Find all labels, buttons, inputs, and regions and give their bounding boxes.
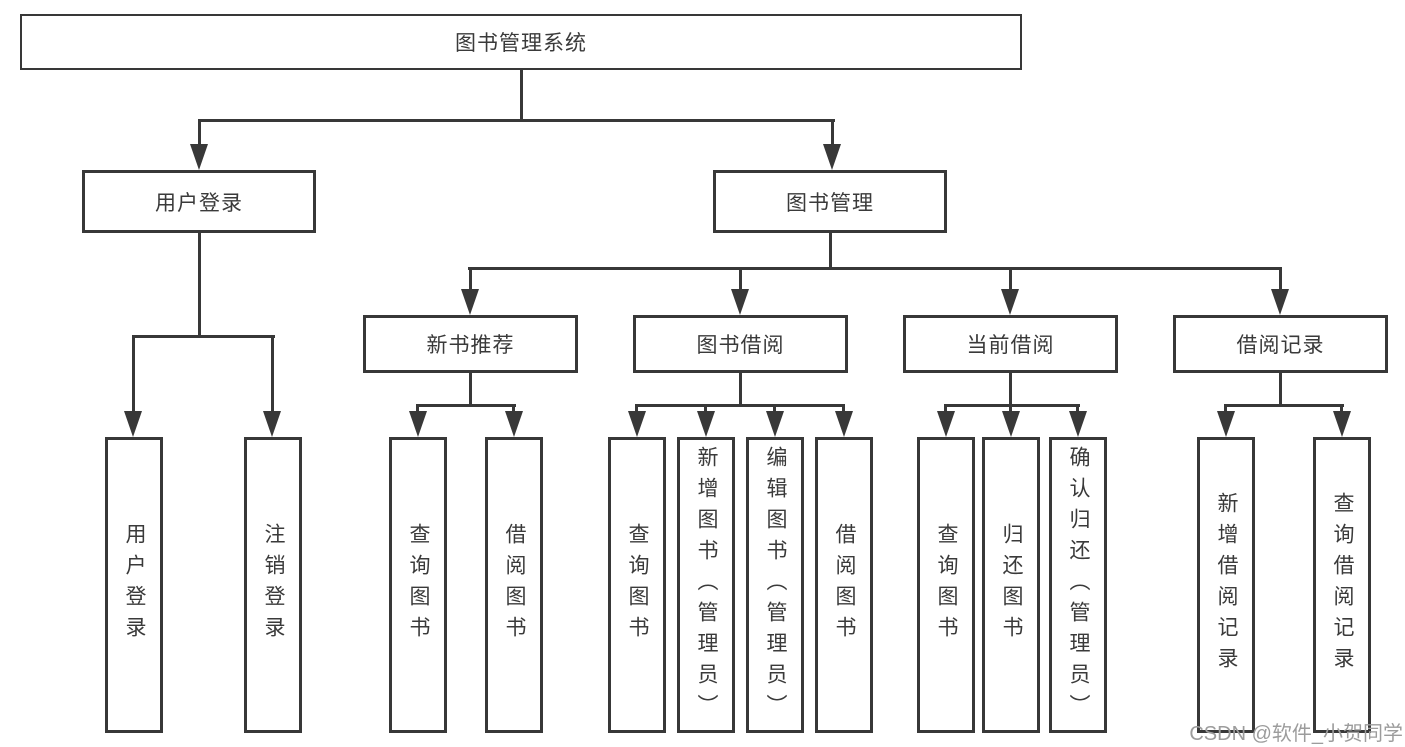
connector-stem-query-books-current xyxy=(944,404,947,416)
connector-book-management-trunk xyxy=(829,233,832,270)
arrowhead-current-borrow xyxy=(1001,289,1019,315)
arrowhead-query-borrow-record xyxy=(1333,411,1351,437)
connector-records-split xyxy=(1224,404,1344,407)
connector-stem-book-management xyxy=(831,119,834,147)
node-library-management-system: 图书管理系统 xyxy=(20,14,1022,70)
connector-stem-current-borrow xyxy=(1009,267,1012,293)
arrowhead-borrow-books-recommend xyxy=(505,411,523,437)
connector-borrow-trunk xyxy=(739,373,742,406)
leaf-borrow-books-recommend: 借阅图书 xyxy=(485,437,543,733)
csdn-watermark: CSDN @软件_小贺同学 xyxy=(1189,723,1403,745)
arrowhead-add-borrow-record xyxy=(1217,411,1235,437)
arrowhead-leaf-logout xyxy=(263,411,281,437)
arrowhead-borrow-books-borrow xyxy=(835,411,853,437)
leaf-query-books-borrow: 查询图书 xyxy=(608,437,666,733)
connector-stem-borrow-records xyxy=(1279,267,1282,293)
connector-stem-leaf-logout xyxy=(271,335,274,417)
leaf-return-books: 归还图书 xyxy=(982,437,1040,733)
leaf-confirm-return-admin: 确认归还（管理员） xyxy=(1049,437,1107,733)
connector-borrow-split xyxy=(635,404,845,407)
node-new-book-recommend: 新书推荐 xyxy=(363,315,578,373)
connector-stem-borrow-books-borrow xyxy=(842,404,845,416)
leaf-query-books-current: 查询图书 xyxy=(917,437,975,733)
connector-root-split xyxy=(198,119,835,122)
arrowhead-return-books xyxy=(1002,411,1020,437)
leaf-borrow-books-borrow: 借阅图书 xyxy=(815,437,873,733)
leaf-logout: 注销登录 xyxy=(244,437,302,733)
connector-stem-new-book-recommend xyxy=(469,267,472,293)
arrowhead-book-management xyxy=(823,144,841,170)
arrowhead-query-books-borrow xyxy=(628,411,646,437)
arrowhead-borrow-records xyxy=(1271,289,1289,315)
node-borrow-records: 借阅记录 xyxy=(1173,315,1388,373)
leaf-query-borrow-record: 查询借阅记录 xyxy=(1313,437,1371,733)
leaf-edit-books-admin: 编辑图书（管理员） xyxy=(746,437,804,733)
node-current-borrow: 当前借阅 xyxy=(903,315,1118,373)
connector-stem-add-books-admin xyxy=(704,404,707,416)
connector-stem-add-borrow-record xyxy=(1224,404,1227,416)
connector-user-login-split xyxy=(132,335,275,338)
connector-stem-confirm-return-admin xyxy=(1076,404,1079,416)
connector-stem-user-login xyxy=(198,119,201,147)
arrowhead-leaf-user-login xyxy=(124,411,142,437)
node-user-login: 用户登录 xyxy=(82,170,316,233)
leaf-add-books-admin: 新增图书（管理员） xyxy=(677,437,735,733)
connector-user-login-trunk xyxy=(198,233,201,337)
leaf-user-login: 用户登录 xyxy=(105,437,163,733)
arrowhead-add-books-admin xyxy=(697,411,715,437)
arrowhead-book-borrow xyxy=(731,289,749,315)
node-book-management: 图书管理 xyxy=(713,170,947,233)
connector-current-split xyxy=(944,404,1080,407)
arrowhead-edit-books-admin xyxy=(766,411,784,437)
connector-stem-leaf-user-login xyxy=(132,335,135,417)
connector-root-trunk xyxy=(520,70,523,122)
connector-recommend-trunk xyxy=(469,373,472,406)
arrowhead-user-login xyxy=(190,144,208,170)
connector-stem-book-borrow xyxy=(739,267,742,293)
leaf-add-borrow-record: 新增借阅记录 xyxy=(1197,437,1255,733)
connector-stem-query-books-borrow xyxy=(635,404,638,416)
connector-recommend-split xyxy=(416,404,516,407)
connector-book-management-split xyxy=(468,267,1282,270)
arrowhead-confirm-return-admin xyxy=(1069,411,1087,437)
arrowhead-query-books-recommend xyxy=(409,411,427,437)
connector-stem-borrow-books-recommend xyxy=(512,404,515,416)
connector-stem-query-borrow-record xyxy=(1340,404,1343,416)
arrowhead-new-book-recommend xyxy=(461,289,479,315)
connector-stem-edit-books-admin xyxy=(773,404,776,416)
leaf-query-books-recommend: 查询图书 xyxy=(389,437,447,733)
connector-records-trunk xyxy=(1279,373,1282,406)
arrowhead-query-books-current xyxy=(937,411,955,437)
connector-current-trunk xyxy=(1009,373,1012,406)
connector-stem-query-books-recommend xyxy=(416,404,419,416)
connector-stem-return-books xyxy=(1009,404,1012,416)
node-book-borrow: 图书借阅 xyxy=(633,315,848,373)
